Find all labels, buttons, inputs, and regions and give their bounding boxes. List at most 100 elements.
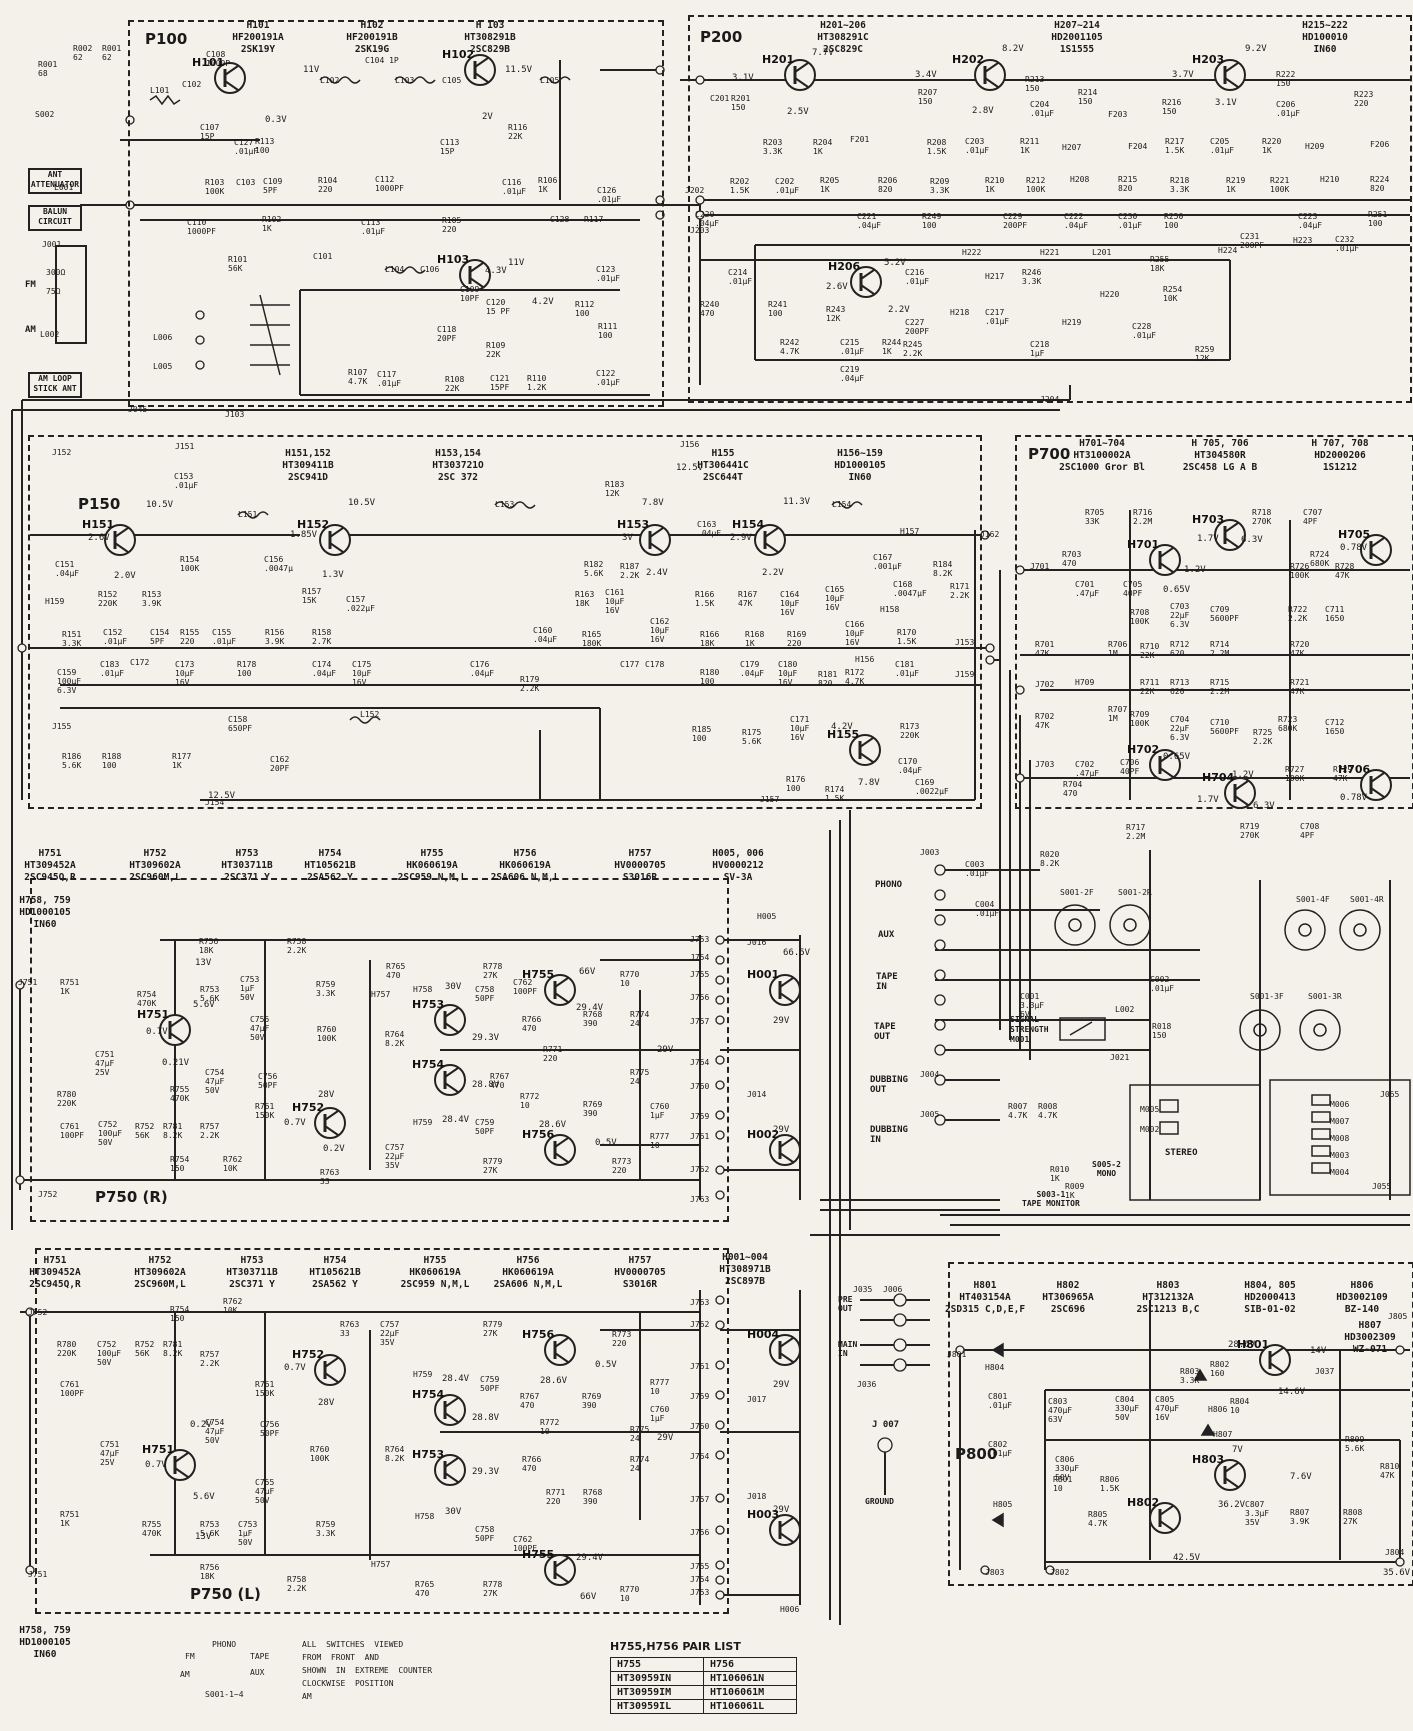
component-label: R801 10 xyxy=(1053,1475,1073,1493)
voltage-label: 12.5V xyxy=(208,791,236,801)
component-label: R757 2.2K xyxy=(200,1122,220,1140)
component-label: R158 2.7K xyxy=(312,628,332,646)
voltage-label: 6.3V xyxy=(1253,801,1275,811)
module-p150-title: P150 xyxy=(78,495,121,513)
component-label: R243 12K xyxy=(826,305,846,323)
component-label: R721 47K xyxy=(1290,678,1310,696)
component-label: H005 xyxy=(757,912,777,921)
table-row: HT30959IL HT106061L xyxy=(610,1699,797,1714)
component-label: C106 xyxy=(420,265,440,274)
voltage-label: 2.2V xyxy=(762,568,784,578)
table-row: HT30959IN HT106061N xyxy=(610,1671,797,1686)
component-label: R216 150 xyxy=(1162,98,1182,116)
transistor-h752: H752 xyxy=(292,1348,346,1386)
component-label: R780 220K xyxy=(57,1340,77,1358)
component-label: R719 270K xyxy=(1240,822,1260,840)
module-p700-title: P700 xyxy=(1028,445,1071,463)
component-label: R722 2.2K xyxy=(1288,605,1308,623)
component-label: H759 xyxy=(413,1118,433,1127)
transistor-h705: H705 xyxy=(1338,528,1392,566)
voltage-label: 2.6V xyxy=(88,533,110,543)
pair-cell: HT30959IL xyxy=(610,1699,704,1714)
transistor-label: H751 xyxy=(142,1443,174,1456)
component-label: H159 xyxy=(45,597,65,606)
component-label: R215 820 xyxy=(1118,175,1138,193)
component-label: R781 8.2K xyxy=(163,1340,183,1358)
part-header-h801: H801 HT403154A 2SD315 C,D,E,F xyxy=(944,1280,1026,1315)
component-label: R173 220K xyxy=(900,722,920,740)
component-label: C118 20PF xyxy=(437,325,457,343)
component-label: R201 150 xyxy=(731,94,751,112)
component-label: M005 xyxy=(1140,1105,1160,1114)
component-label: R810 47K xyxy=(1380,1462,1400,1480)
component-label: J752 xyxy=(38,1190,58,1199)
table-row: HT30959IM HT106061M xyxy=(610,1685,797,1700)
component-label: C180 10μF 16V xyxy=(778,660,798,687)
component-label: H006 xyxy=(780,1605,800,1614)
component-label: S001-3R xyxy=(1308,992,1342,1001)
component-label: R218 3.3K xyxy=(1170,176,1190,194)
component-label: R182 5.6K xyxy=(584,560,604,578)
component-label: R771 220 xyxy=(543,1045,563,1063)
component-label: C759 50PF xyxy=(480,1375,500,1393)
transistor-label: H753 xyxy=(412,998,444,1011)
pre-out-label: PRE OUT xyxy=(838,1295,853,1313)
transistor-h153: H153 xyxy=(617,518,671,556)
transistor-h803: H803 xyxy=(1192,1453,1246,1491)
voltage-label: 0.78V xyxy=(1340,793,1368,803)
transistor-label: H001 xyxy=(747,968,779,981)
component-label: R179 2.2K xyxy=(520,675,540,693)
component-label: C152 .01μF xyxy=(103,628,128,646)
voltage-label: 11V xyxy=(303,65,320,75)
transistor-h756: H756 xyxy=(522,1328,576,1366)
component-label: C120 15 PF xyxy=(486,298,511,316)
component-label: R807 3.9K xyxy=(1290,1508,1310,1526)
component-label: J203 xyxy=(690,226,710,235)
component-label: H709 xyxy=(1075,678,1095,687)
component-label: C758 50PF xyxy=(475,985,495,1003)
component-label: C116 .01μF xyxy=(502,178,527,196)
voltage-label: 11V xyxy=(508,258,525,268)
component-label: C708 4PF xyxy=(1300,822,1320,840)
transistor-h755: H755 xyxy=(522,968,576,1006)
component-label: C107 15P xyxy=(200,123,220,141)
component-label: R008 4.7K xyxy=(1038,1102,1058,1120)
component-label: S002 xyxy=(35,110,55,119)
component-label: C165 10μF 16V xyxy=(825,585,845,612)
component-label: R723 680K xyxy=(1278,715,1298,733)
transistor-h202: H202 xyxy=(952,53,1006,91)
component-label: C806 330μF 50V xyxy=(1055,1455,1080,1482)
component-label: J152 xyxy=(52,448,72,457)
component-label: J155 xyxy=(52,722,72,731)
part-header-h153: H153,154 HT303721O 2SC 372 xyxy=(432,448,484,483)
voltage-label: 66.5V xyxy=(783,948,811,958)
component-label: R779 27K xyxy=(483,1157,503,1175)
module-p200 xyxy=(688,15,1412,403)
transistor-h003: H003 xyxy=(747,1508,801,1546)
component-label: R112 100 xyxy=(575,300,595,318)
module-p100-title: P100 xyxy=(145,30,188,48)
selector-am: AM xyxy=(180,1670,190,1679)
fm-label: FM xyxy=(25,280,36,290)
part-header-h215: H215~222 HD100010 IN60 xyxy=(1302,20,1348,55)
component-label: H156 xyxy=(855,655,875,664)
component-label: R808 27K xyxy=(1343,1508,1363,1526)
voltage-label: 0.5V xyxy=(595,1360,617,1370)
component-label: C123 .01μF xyxy=(596,265,621,283)
component-label: H807 xyxy=(1213,1430,1233,1439)
voltage-label: 2.6V xyxy=(826,282,848,292)
component-label: R754 150 xyxy=(170,1305,190,1323)
component-label: F204 xyxy=(1128,142,1148,151)
component-label: R001 68 xyxy=(38,60,58,78)
component-label: H757 xyxy=(371,990,391,999)
component-label: R111 100 xyxy=(598,322,618,340)
tape-out-label: TAPE OUT xyxy=(874,1022,896,1042)
transistor-h154: H154 xyxy=(732,518,786,556)
voltage-label: 0.65V xyxy=(1163,585,1191,595)
selector-diagram: PHONO FM TAPE AM AUX S001-1~4 xyxy=(180,1640,280,1710)
component-label: R020 8.2K xyxy=(1040,850,1060,868)
component-label: H157 xyxy=(900,527,920,536)
transistor-h103: H103 xyxy=(437,253,491,291)
module-p750r-title: P750 (R) xyxy=(95,1188,168,1206)
transistor-h155: H155 xyxy=(827,728,881,766)
